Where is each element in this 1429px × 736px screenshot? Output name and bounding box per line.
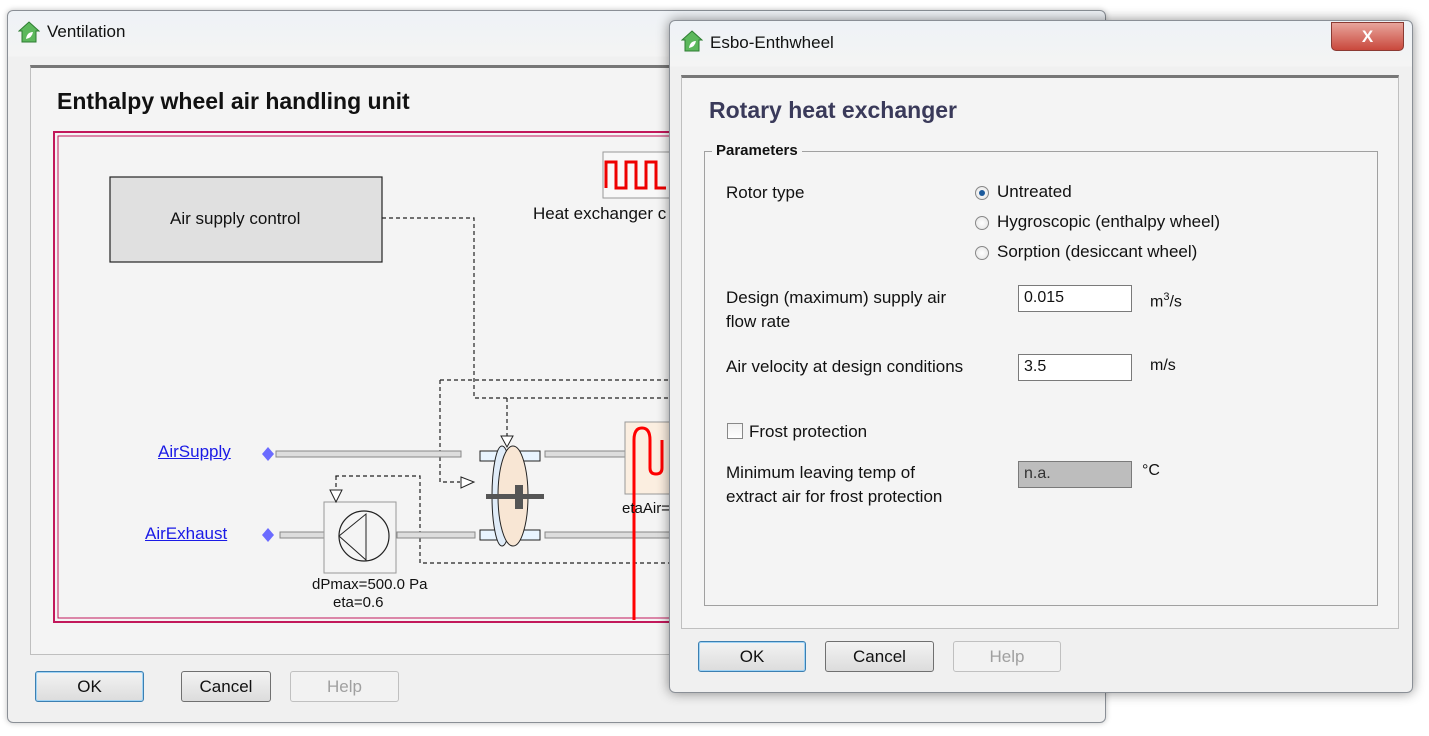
velocity-label: Air velocity at design conditions bbox=[726, 357, 964, 376]
close-button[interactable]: X bbox=[1331, 22, 1404, 51]
radio-hygroscopic[interactable] bbox=[975, 216, 989, 230]
supply-duct bbox=[275, 450, 626, 458]
input-arrow-icon bbox=[460, 476, 476, 489]
rotary-wheel-block[interactable] bbox=[479, 435, 544, 547]
unit-base: m bbox=[1150, 293, 1164, 311]
house-icon bbox=[681, 30, 703, 52]
parameters-group-title: Parameters bbox=[712, 142, 802, 159]
fan-dpmax-label: dPmax=500.0 Pa bbox=[312, 576, 428, 593]
fan-eta-label: eta=0.6 bbox=[333, 594, 384, 611]
heat-exchanger-label: Heat exchanger c bbox=[533, 204, 667, 223]
min-temp-label-line2: extract air for frost protection bbox=[726, 487, 943, 506]
rotor-type-label: Rotor type bbox=[726, 183, 805, 202]
close-icon: X bbox=[1361, 26, 1374, 46]
radio-label[interactable]: Sorption (desiccant wheel) bbox=[997, 242, 1198, 261]
min-temp-label-line1: Minimum leaving temp of bbox=[726, 463, 915, 482]
esbo-enthwheel-dialog: Esbo-Enthwheel X Rotary heat exchanger P… bbox=[669, 20, 1413, 693]
title-bar: Ventilation bbox=[8, 11, 1105, 53]
velocity-input[interactable]: 3.5 bbox=[1018, 354, 1132, 381]
unit-tail: /s bbox=[1169, 293, 1182, 311]
radio-untreated[interactable] bbox=[975, 186, 989, 200]
air-supply-control-block[interactable] bbox=[109, 176, 383, 263]
unit-exponent: 3 bbox=[1163, 291, 1170, 303]
exhaust-port-icon[interactable] bbox=[262, 528, 274, 542]
help-button[interactable]: Help bbox=[290, 671, 399, 702]
air-supply-control-label: Air supply control bbox=[170, 209, 301, 228]
page-title: Enthalpy wheel air handling unit bbox=[57, 88, 410, 114]
heater-eta-label: etaAir= bbox=[622, 500, 670, 517]
flow-rate-label-line2: flow rate bbox=[726, 312, 791, 331]
radio-label[interactable]: Hygroscopic (enthalpy wheel) bbox=[997, 212, 1220, 231]
checkbox[interactable] bbox=[727, 423, 743, 439]
parameters-group bbox=[704, 151, 1378, 606]
checkbox-label[interactable]: Frost protection bbox=[749, 422, 868, 441]
air-exhaust-port-link[interactable]: AirExhaust bbox=[145, 524, 228, 543]
min-temp-input[interactable]: n.a. bbox=[1018, 461, 1132, 488]
dialog-help-button[interactable]: Help bbox=[953, 641, 1061, 672]
supply-port-icon[interactable] bbox=[262, 447, 274, 461]
radio-label[interactable]: Untreated bbox=[997, 182, 1072, 201]
dialog-heading: Rotary heat exchanger bbox=[709, 97, 957, 123]
heat-exchanger-icon[interactable] bbox=[602, 151, 674, 199]
dialog-panel bbox=[681, 75, 1399, 629]
flow-rate-input[interactable]: 0.015 bbox=[1018, 285, 1132, 312]
radio-sorption[interactable] bbox=[975, 246, 989, 260]
dialog-title-bar: Esbo-Enthwheel X bbox=[670, 21, 1412, 63]
flow-rate-label-line1: Design (maximum) supply air bbox=[726, 288, 947, 307]
dialog-ok-button[interactable]: OK bbox=[698, 641, 806, 672]
ok-button[interactable]: OK bbox=[35, 671, 144, 702]
dialog-cancel-button[interactable]: Cancel bbox=[825, 641, 934, 672]
diagram-canvas bbox=[53, 131, 1055, 623]
dialog-title: Esbo-Enthwheel bbox=[710, 33, 834, 52]
min-temp-unit: °C bbox=[1142, 462, 1160, 479]
house-icon bbox=[18, 21, 40, 43]
velocity-unit: m/s bbox=[1150, 357, 1176, 374]
heater-block[interactable] bbox=[624, 421, 676, 620]
flow-rate-unit: m3/s bbox=[1150, 291, 1182, 311]
fan-block[interactable] bbox=[323, 489, 397, 574]
window-title: Ventilation bbox=[47, 22, 126, 41]
cancel-button[interactable]: Cancel bbox=[181, 671, 271, 702]
air-supply-port-link[interactable]: AirSupply bbox=[158, 442, 231, 461]
